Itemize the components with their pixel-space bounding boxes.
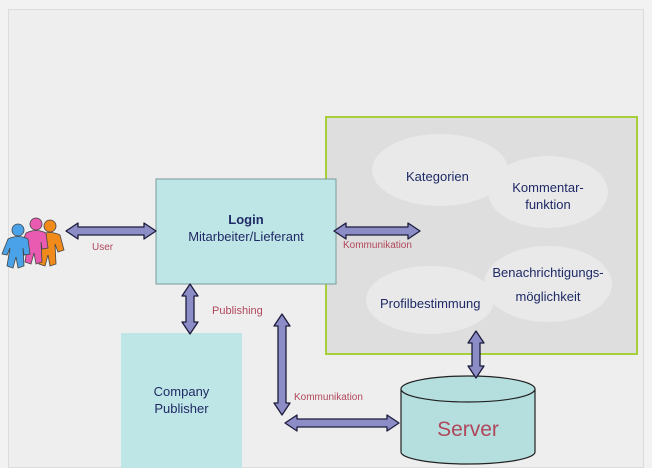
login-box <box>155 178 337 285</box>
label-kommentar-1: Kommentar- <box>512 180 584 195</box>
login-subtitle: Mitarbeiter/Lieferant <box>188 229 304 244</box>
label-kommentar-2: funktion <box>525 197 571 212</box>
server-cylinder <box>400 375 536 465</box>
label-kommunikation-server: Kommunikation <box>294 392 363 403</box>
label-profilbestimmung: Profilbestimmung <box>380 296 481 311</box>
cloud-kategorien <box>372 134 508 206</box>
arrow-user <box>65 222 157 240</box>
feature-clouds <box>366 134 612 334</box>
cloud-kommentar <box>488 156 608 228</box>
arrow-panel-server <box>467 330 485 379</box>
label-user: User <box>92 242 114 253</box>
label-kategorien: Kategorien <box>406 169 469 184</box>
arrow-kommunikation-panel <box>333 222 421 240</box>
cloud-profil <box>366 266 494 334</box>
login-title: Login <box>228 212 264 227</box>
server-label: Server <box>437 418 499 441</box>
publisher-line1: Company <box>153 384 210 399</box>
label-benachrichtigung-2: möglichkeit <box>515 289 581 304</box>
label-kommunikation-login: Kommunikation <box>343 240 412 251</box>
people-group-icon <box>1 217 65 269</box>
arrow-kommunikation-server <box>284 414 400 432</box>
cloud-benachrichtigung <box>484 246 612 322</box>
arrow-publishing <box>181 283 199 335</box>
label-publishing: Publishing <box>212 305 263 317</box>
publisher-box <box>121 333 242 468</box>
publisher-line2: Publisher <box>154 401 209 416</box>
arrow-vertical-kommunikation <box>273 313 291 416</box>
label-benachrichtigung-1: Benachrichtigungs- <box>492 265 604 280</box>
